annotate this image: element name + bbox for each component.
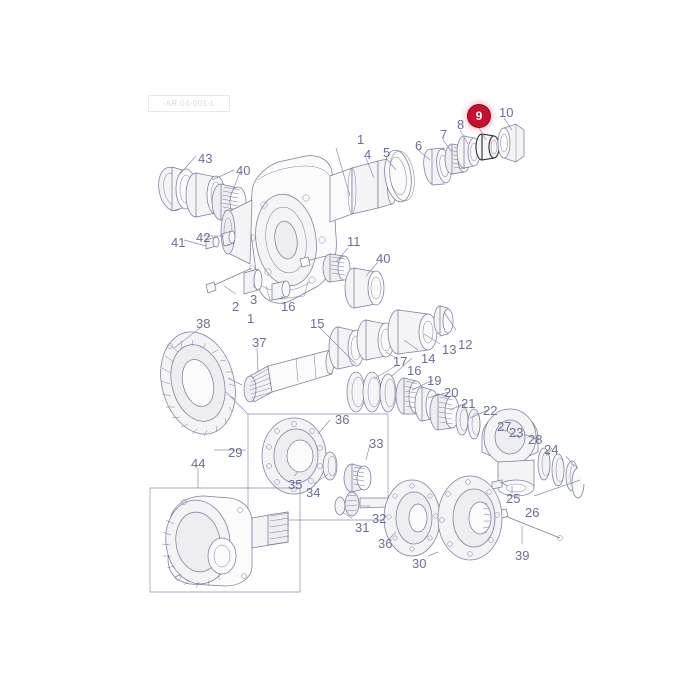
callout-label-11[interactable]: 11 [347, 234, 361, 249]
callout-label-24[interactable]: 24 [544, 442, 559, 457]
callout-label-26[interactable]: 26 [525, 505, 540, 520]
callout-label-2[interactable]: 2 [232, 299, 240, 314]
callout-label-21[interactable]: 21 [461, 396, 476, 411]
callout-label-6[interactable]: 6 [415, 138, 423, 153]
callout-label-42[interactable]: 42 [196, 230, 211, 245]
callout-label-7[interactable]: 7 [440, 127, 448, 142]
callout-label-41[interactable]: 41 [171, 235, 186, 250]
callout-label-37[interactable]: 37 [252, 335, 267, 350]
callout-label-16[interactable]: 16 [281, 299, 296, 314]
callout-label-15[interactable]: 15 [310, 316, 325, 331]
part-group-bolts-41-42 [183, 230, 236, 250]
callout-label-31[interactable]: 31 [355, 520, 370, 535]
callout-label-29[interactable]: 29 [228, 445, 243, 460]
callout-label-34[interactable]: 34 [306, 485, 321, 500]
callout-label-4[interactable]: 4 [364, 147, 372, 162]
part-group-bottom-right [334, 475, 503, 561]
callout-label-33[interactable]: 33 [369, 436, 384, 451]
part-group-hub-stack [481, 408, 585, 544]
callout-label-14[interactable]: 14 [421, 351, 436, 366]
highlighted-part-badge[interactable]: 9 [467, 104, 491, 128]
part-group-11-40 [299, 247, 385, 309]
callout-label-20[interactable]: 20 [444, 385, 459, 400]
part-group-shims [346, 357, 489, 440]
part-number-watermark: -AR.04-001-L [148, 95, 230, 112]
callout-label-1[interactable]: 1 [357, 132, 365, 147]
callout-label-43[interactable]: 43 [198, 151, 213, 166]
part-group-sleeves [317, 305, 457, 370]
part-group-pins [205, 265, 291, 301]
callout-label-12[interactable]: 12 [458, 337, 473, 352]
callout-label-23[interactable]: 23 [509, 425, 524, 440]
part-group-shaft-and-rings [329, 117, 525, 223]
callout-label-28[interactable]: 28 [528, 432, 543, 447]
callout-label-36[interactable]: 36 [378, 536, 393, 551]
callout-label-40[interactable]: 40 [236, 163, 251, 178]
callout-label-19[interactable]: 19 [427, 373, 442, 388]
callout-label-25[interactable]: 25 [506, 491, 521, 506]
callout-label-1[interactable]: 1 [247, 311, 255, 326]
callout-label-32[interactable]: 32 [372, 511, 387, 526]
callout-label-16[interactable]: 16 [407, 363, 422, 378]
inset-box-29 [214, 391, 389, 521]
callout-label-13[interactable]: 13 [442, 342, 457, 357]
callout-label-44[interactable]: 44 [191, 456, 206, 471]
part-group-ring-gear-38 [160, 327, 335, 437]
callout-label-27[interactable]: 27 [497, 419, 512, 434]
callout-label-30[interactable]: 30 [412, 556, 427, 571]
callout-label-35[interactable]: 35 [288, 477, 303, 492]
callout-label-10[interactable]: 10 [499, 105, 514, 120]
callout-label-17[interactable]: 17 [393, 354, 408, 369]
callout-label-3[interactable]: 3 [250, 292, 258, 307]
callout-label-5[interactable]: 5 [383, 145, 391, 160]
inset-box-44 [149, 468, 301, 593]
callout-label-36[interactable]: 36 [335, 412, 350, 427]
callout-label-38[interactable]: 38 [196, 316, 211, 331]
callout-label-40[interactable]: 40 [376, 251, 391, 266]
callout-label-8[interactable]: 8 [457, 117, 465, 132]
callout-label-39[interactable]: 39 [515, 548, 530, 563]
callout-label-22[interactable]: 22 [483, 403, 498, 418]
